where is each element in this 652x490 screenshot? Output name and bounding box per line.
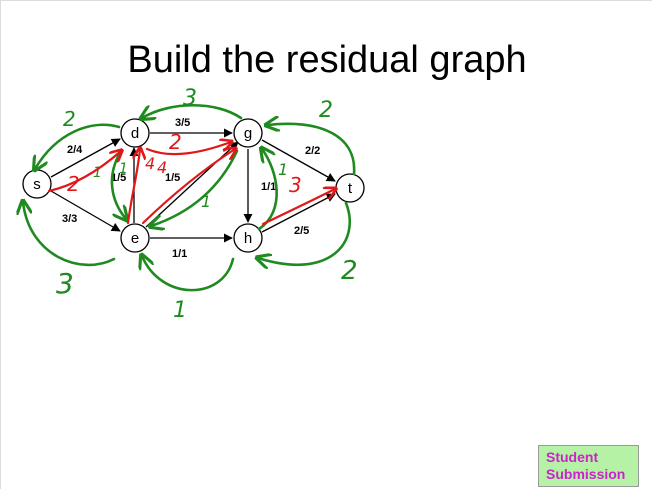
edge-label-h-t: 2/5 (294, 225, 309, 237)
green-label-back-gh: 1 (278, 160, 288, 179)
edge-label-e-d: 1/5 (111, 172, 126, 184)
edge-label-s-e: 3/3 (62, 213, 77, 225)
node-d: d (120, 118, 150, 148)
edge-label-g-t: 2/2 (305, 145, 320, 157)
green-label-back-gd: 3 (183, 86, 197, 111)
green-back-edge-h-e (142, 256, 235, 292)
slide-title: Build the residual graph (127, 39, 527, 81)
red-label-fwd-ed: 4 (145, 154, 155, 173)
green-back-edge-g-d (142, 104, 243, 118)
green-back-edge-e-s (23, 202, 116, 267)
edge-label-d-g: 3/5 (175, 117, 190, 129)
graph-nodes: s d e g h t (22, 118, 365, 253)
node-t: t (335, 173, 365, 203)
node-label-h: h (244, 230, 252, 247)
green-back-edge-t-h (258, 201, 352, 265)
student-submission-button[interactable]: Student Submission (538, 445, 639, 487)
green-back-edge-d-s (35, 123, 121, 169)
edge-s-d (50, 138, 121, 178)
green-annotations (23, 104, 356, 292)
red-label-fwd-ht: 3 (289, 173, 302, 197)
green-label-back-sd: 1 (93, 165, 102, 181)
edge-label-e-h: 1/1 (172, 248, 187, 260)
green-label-back-de: 1 (119, 161, 128, 177)
edge-label-g-h: 1/1 (261, 181, 276, 193)
green-label-back-tg: 2 (319, 98, 333, 123)
green-back-edge-t-g (267, 124, 356, 176)
node-label-t: t (348, 180, 353, 197)
green-label-back-se: 3 (56, 267, 74, 300)
green-back-edge-g-e (151, 149, 239, 226)
node-g: g (233, 118, 263, 148)
red-label-fwd-eg: 4 (157, 158, 167, 177)
badge-line-1: Student (546, 449, 599, 465)
green-label-back-ee: 1 (173, 298, 187, 323)
edge-h-t (261, 193, 336, 233)
edge-label-e-g: 1/5 (165, 172, 180, 184)
red-annotations (47, 142, 335, 226)
green-label-back-ds: 2 (63, 107, 76, 131)
green-labels: 2 3 2 3 1 2 1 1 1 1 (56, 86, 358, 323)
node-label-d: d (131, 125, 139, 142)
red-forward-edge-e-g (141, 149, 235, 225)
badge-line-2: Submission (546, 466, 626, 482)
node-s: s (22, 169, 52, 199)
red-label-fwd-dg: 2 (169, 130, 182, 154)
edge-s-e (50, 190, 121, 232)
edge-e-g (145, 141, 239, 228)
node-e: e (120, 223, 150, 253)
green-label-back-th: 2 (341, 256, 358, 286)
green-label-back-ge: 1 (201, 192, 211, 211)
red-label-fwd-sd: 2 (67, 172, 80, 196)
node-label-e: e (131, 230, 139, 247)
red-forward-edge-h-t (261, 189, 335, 226)
red-forward-edge-s-d (47, 151, 121, 193)
red-forward-edge-d-g (145, 142, 231, 156)
node-label-s: s (33, 176, 41, 193)
node-h: h (233, 223, 263, 253)
red-labels: 2 2 4 4 3 (67, 130, 302, 197)
edge-labels: 2/4 3/3 3/5 1/5 1/5 1/1 1/1 2/2 2/5 (62, 117, 320, 260)
node-label-g: g (244, 125, 252, 142)
edge-label-s-d: 2/4 (67, 144, 83, 156)
red-forward-edge-e-d (126, 149, 140, 225)
